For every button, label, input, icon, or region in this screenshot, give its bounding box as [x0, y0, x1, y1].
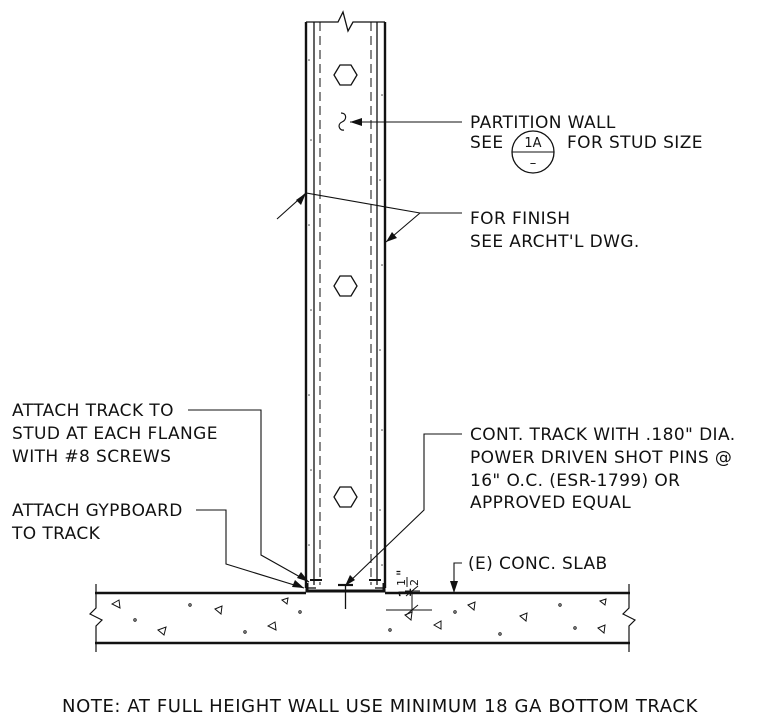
svg-text:FOR FINISH: FOR FINISH: [470, 209, 570, 229]
svg-text:2: 2: [408, 579, 421, 586]
svg-text:": ": [395, 570, 411, 576]
svg-text:16" O.C. (ESR-1799) OR: 16" O.C. (ESR-1799) OR: [470, 471, 680, 491]
svg-text:WITH #8 SCREWS: WITH #8 SCREWS: [12, 447, 171, 467]
svg-text:POWER DRIVEN SHOT PINS @: POWER DRIVEN SHOT PINS @: [470, 448, 732, 468]
callout-attach-gypboard: ATTACH GYPBOARD TO TRACK: [11, 501, 183, 544]
gypboard-texture: [308, 59, 383, 566]
svg-text:CONT. TRACK WITH .180" DIA.: CONT. TRACK WITH .180" DIA.: [470, 425, 736, 445]
svg-text:(E) CONC. SLAB: (E) CONC. SLAB: [468, 554, 608, 574]
bubble-sheet-number: –: [530, 156, 537, 171]
track-height-dimension: [386, 585, 432, 616]
concrete-aggregate: [110, 597, 607, 636]
svg-text:ATTACH TRACK TO: ATTACH TRACK TO: [12, 401, 174, 421]
partition-wall: [304, 10, 387, 588]
callout-slab: (E) CONC. SLAB: [468, 554, 608, 574]
bottom-track: [305, 579, 386, 609]
stud-squiggle-symbol: [338, 112, 347, 131]
svg-text:SEE: SEE: [470, 133, 503, 153]
dimension-text: 1 1 2 ": [395, 570, 421, 598]
stud-knockout-hex-middle: [333, 275, 358, 297]
svg-text:ATTACH GYPBOARD: ATTACH GYPBOARD: [12, 501, 183, 521]
callout-bottom-track: CONT. TRACK WITH .180" DIA. POWER DRIVEN…: [470, 425, 736, 513]
svg-text:FOR STUD SIZE: FOR STUD SIZE: [567, 133, 703, 153]
callout-partition-wall: PARTITION WALL SEE FOR STUD SIZE: [470, 113, 703, 153]
stud-knockout-hex-top: [333, 64, 358, 86]
svg-text:1: 1: [395, 579, 408, 586]
callout-attach-track: ATTACH TRACK TO STUD AT EACH FLANGE WITH…: [12, 401, 218, 467]
detail-reference-bubble[interactable]: 1A –: [511, 130, 555, 174]
svg-text:APPROVED EQUAL: APPROVED EQUAL: [470, 493, 631, 513]
svg-text:STUD AT EACH FLANGE: STUD AT EACH FLANGE: [12, 424, 218, 444]
general-note: NOTE: AT FULL HEIGHT WALL USE MINIMUM 18…: [62, 696, 699, 717]
svg-text:TO TRACK: TO TRACK: [11, 524, 101, 544]
leader-arrowheads: [292, 118, 458, 593]
stud-knockout-hex-bottom: [333, 486, 358, 508]
bubble-detail-number: 1A: [524, 136, 541, 151]
svg-text:PARTITION WALL: PARTITION WALL: [470, 113, 616, 133]
leader-lines: [188, 121, 462, 593]
concrete-slab: [88, 584, 637, 652]
svg-text:1: 1: [396, 587, 416, 598]
svg-text:SEE ARCHT'L DWG.: SEE ARCHT'L DWG.: [470, 232, 640, 252]
callout-finish: FOR FINISH SEE ARCHT'L DWG.: [470, 209, 640, 252]
